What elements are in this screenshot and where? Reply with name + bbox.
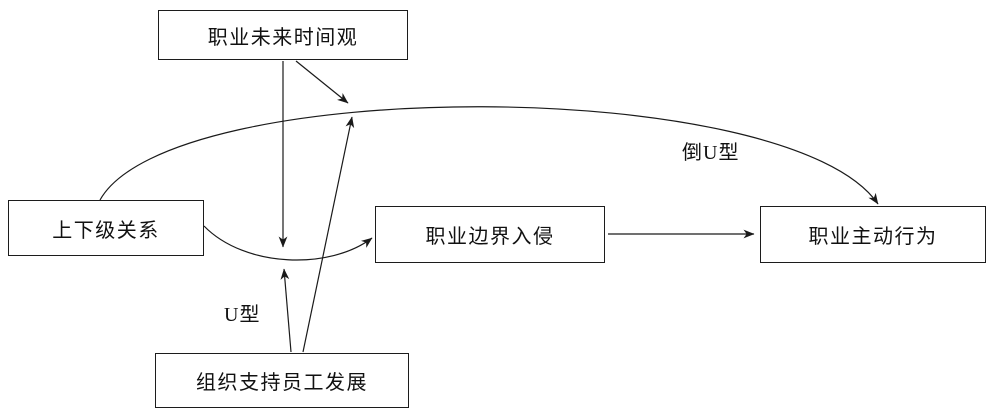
node-org-support-employee-development: 组织支持员工发展 (155, 353, 409, 408)
node-career-boundary-intrusion: 职业边界入侵 (375, 206, 605, 263)
node-label: 组织支持员工发展 (196, 372, 368, 394)
node-label: 职业主动行为 (808, 226, 938, 248)
arrow-orgsupport-to-u-path (280, 268, 292, 353)
arrow-supervisor-to-boundary-u (203, 225, 373, 261)
edge-label-inverted-u: 倒U型 (682, 142, 740, 164)
node-label: 上下级关系 (52, 219, 160, 242)
node-career-proactive-behavior: 职业主动行为 (760, 206, 986, 263)
arrow-orgsupport-to-arc-path (302, 116, 355, 353)
node-label: 职业边界入侵 (425, 226, 555, 248)
edge-label-u: U型 (224, 304, 261, 326)
node-label: 职业未来时间观 (207, 26, 359, 49)
node-career-future-time-perspective: 职业未来时间观 (158, 10, 408, 60)
node-supervisor-subordinate-relationship: 上下级关系 (8, 200, 204, 256)
arrow-supervisor-to-proactive-inverted-u (99, 106, 879, 205)
arrow-futuretime-to-arc-path (295, 60, 349, 104)
